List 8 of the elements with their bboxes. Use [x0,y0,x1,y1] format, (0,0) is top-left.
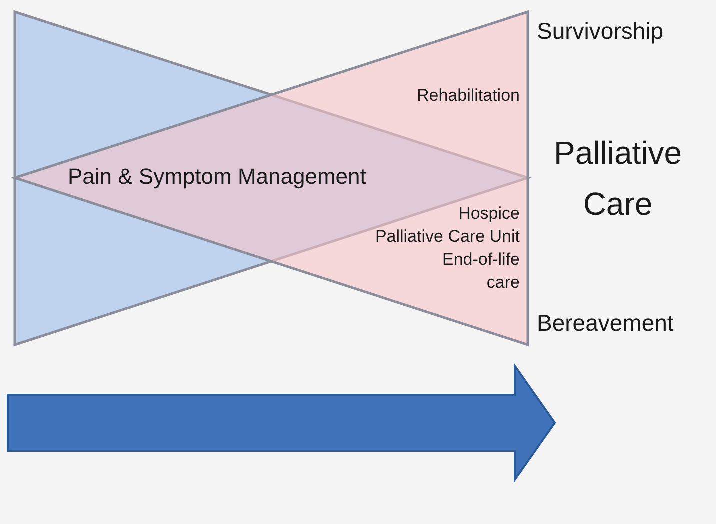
stage-label: Hospice [458,203,520,225]
stage-label: Palliative Care Unit [375,226,520,248]
outcome-label: Bereavement [537,310,674,337]
stage-label: End-of-life care [442,249,520,294]
outcome-label: Survivorship [537,18,664,45]
overlap-label: Pain & Symptom Management [68,164,366,190]
stage-label: Rehabilitation [416,85,520,107]
heading-label: Palliative Care [552,134,684,224]
